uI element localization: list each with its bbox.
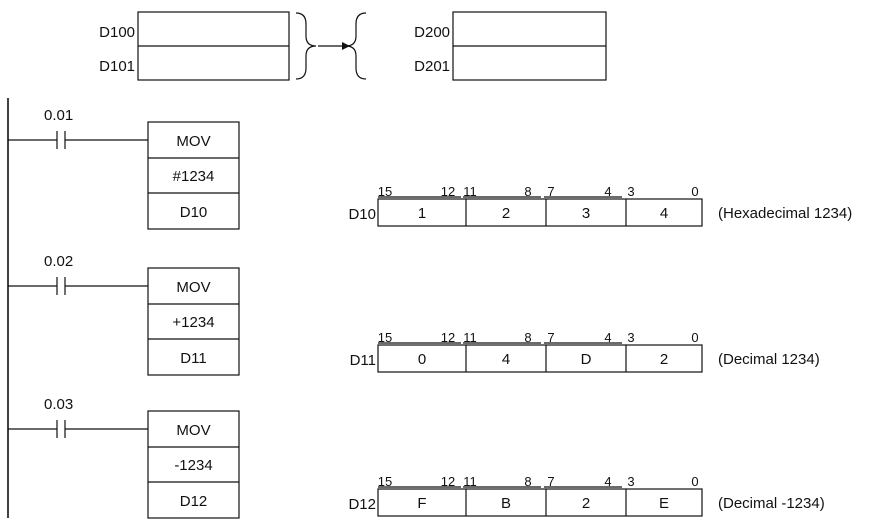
register-d11: 15 12 11 8 7 4 3 0 D11 0 4 D 2 (Decimal … — [350, 330, 820, 373]
register-note: (Hexadecimal 1234) — [718, 205, 852, 222]
nibble-2: 4 — [502, 351, 510, 368]
bit-label-0: 0 — [691, 184, 698, 199]
contact-address-3: 0.03 — [44, 396, 73, 413]
bit-label-3: 3 — [627, 330, 634, 345]
bit-label-7: 7 — [547, 474, 554, 489]
register-label: D11 — [350, 352, 376, 369]
nibble-2: 2 — [502, 205, 510, 222]
nibble-1: 3 — [582, 205, 590, 222]
mov-block-1 — [147, 121, 240, 230]
mov-2-instruction: MOV — [176, 279, 210, 296]
rung-1: 0.01 MOV #1234 D10 15 12 11 8 7 4 3 0 D1… — [8, 107, 852, 230]
register-d10: 15 12 11 8 7 4 3 0 D10 1 2 3 4 (Hexadeci… — [348, 184, 852, 227]
nibble-0: 2 — [660, 351, 668, 368]
mov-block-3 — [147, 410, 240, 519]
bit-label-8: 8 — [524, 474, 531, 489]
bit-label-15: 15 — [378, 474, 392, 489]
register-note: (Decimal 1234) — [718, 351, 820, 368]
bit-label-15: 15 — [378, 330, 392, 345]
bit-label-4: 4 — [604, 184, 611, 199]
contact-address-1: 0.01 — [44, 107, 73, 124]
nibble-2: B — [501, 495, 511, 512]
register-label: D12 — [348, 496, 376, 513]
bit-label-12: 12 — [441, 474, 455, 489]
nibble-1: D — [581, 351, 592, 368]
bit-label-8: 8 — [524, 184, 531, 199]
nibble-3: 1 — [418, 205, 426, 222]
contact-address-2: 0.02 — [44, 253, 73, 270]
bit-label-0: 0 — [691, 330, 698, 345]
bit-label-11: 11 — [463, 184, 477, 199]
bit-label-11: 11 — [463, 474, 477, 489]
bit-label-4: 4 — [604, 330, 611, 345]
register-box — [377, 488, 703, 517]
mov-1-destination: D10 — [180, 204, 208, 221]
mov-2-destination: D11 — [180, 350, 206, 367]
mov-3-source: -1234 — [174, 457, 212, 474]
register-label: D10 — [348, 206, 376, 223]
nibble-3: 0 — [418, 351, 426, 368]
register-box — [377, 344, 703, 373]
rung-2: 0.02 MOV +1234 D11 15 12 11 8 7 4 3 0 D1… — [8, 253, 820, 376]
nibble-3: F — [417, 495, 426, 512]
nibble-1: 2 — [582, 495, 590, 512]
bit-label-15: 15 — [378, 184, 392, 199]
source-label-0: D100 — [99, 24, 135, 41]
bit-label-4: 4 — [604, 474, 611, 489]
mov-3-destination: D12 — [180, 493, 208, 510]
rung-3: 0.03 MOV -1234 D12 15 12 11 8 7 4 3 0 D1… — [8, 396, 825, 519]
bit-label-8: 8 — [524, 330, 531, 345]
source-block: D100 D101 — [99, 11, 290, 81]
nibble-0: 4 — [660, 205, 668, 222]
dest-label-0: D200 — [414, 24, 450, 41]
bit-label-11: 11 — [463, 330, 477, 345]
register-box — [377, 198, 703, 227]
mov-1-source: #1234 — [173, 168, 215, 185]
dest-label-1: D201 — [414, 58, 450, 75]
bit-label-12: 12 — [441, 330, 455, 345]
nibble-0: E — [659, 495, 669, 512]
bit-label-7: 7 — [547, 184, 554, 199]
bit-label-7: 7 — [547, 330, 554, 345]
register-note: (Decimal -1234) — [718, 495, 825, 512]
bit-label-0: 0 — [691, 474, 698, 489]
mov-block-2 — [147, 267, 240, 376]
left-brace — [345, 12, 367, 80]
right-brace — [295, 12, 317, 80]
mov-1-instruction: MOV — [176, 133, 210, 150]
bit-label-12: 12 — [441, 184, 455, 199]
mov-2-source: +1234 — [172, 314, 214, 331]
mov-3-instruction: MOV — [176, 422, 210, 439]
bit-label-3: 3 — [627, 474, 634, 489]
dest-block: D200 D201 — [414, 11, 607, 81]
bit-label-3: 3 — [627, 184, 634, 199]
source-label-1: D101 — [99, 58, 135, 75]
register-d12: 15 12 11 8 7 4 3 0 D12 F B 2 E (Decimal … — [348, 474, 825, 517]
